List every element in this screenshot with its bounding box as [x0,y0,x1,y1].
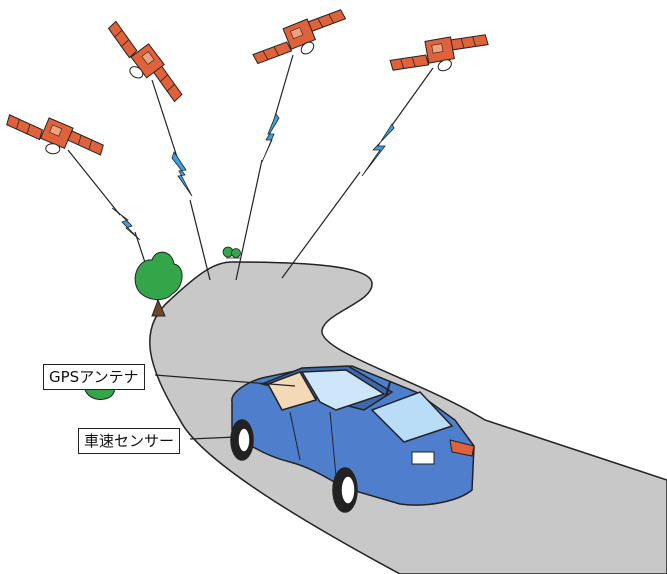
gps-antenna-leader [154,374,296,387]
satellite-icon [250,0,350,84]
car-icon [230,365,475,513]
satellite-icon [4,113,106,159]
speed-sensor-leader [189,436,237,440]
speed-sensor-label: 車速センサー [78,428,181,454]
gps-antenna-label: GPSアンテナ [43,364,145,390]
signal-lines [67,54,434,303]
satellite-icon [387,14,492,93]
satellite-icon [93,19,196,106]
tree-icon [134,251,183,317]
signal-bolts [111,113,395,241]
tree-icon [222,246,241,259]
